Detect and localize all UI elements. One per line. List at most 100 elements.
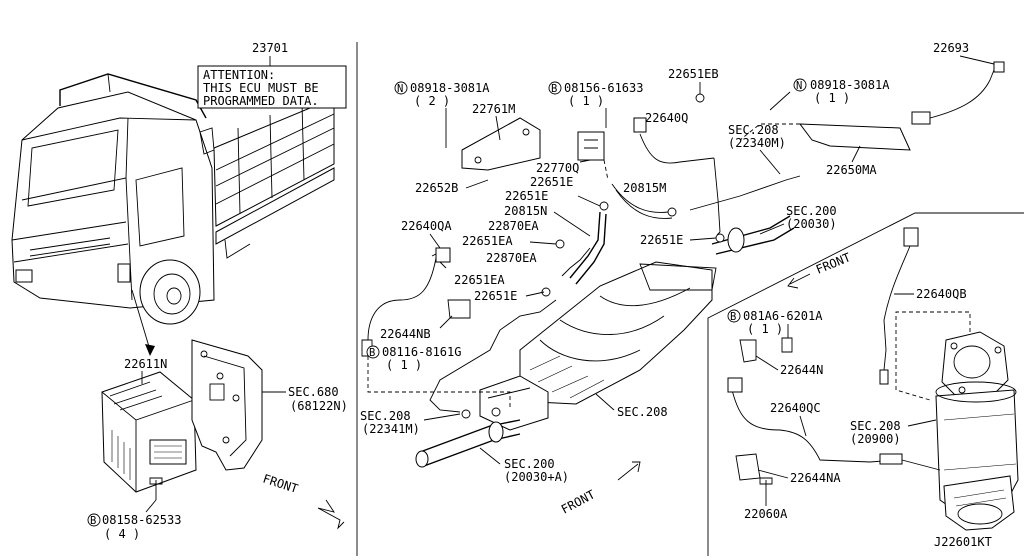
label-sensor-qc: 22640QC (770, 401, 821, 415)
o2-sensor-wire (929, 69, 995, 119)
sensor-770q-body (577, 131, 605, 161)
label-ref-sec208-top: SEC.208 (728, 123, 779, 137)
dash-2 (739, 123, 800, 141)
marker-n-2 (793, 78, 807, 92)
attention-part-number: 23701 (252, 41, 288, 55)
label-ecu: 22611N (124, 357, 167, 371)
label-nut-right-qty: ( 1 ) (814, 91, 850, 105)
hose-m (611, 183, 669, 213)
label-ref-sec200-bottom-code: (20030+A) (504, 470, 569, 484)
connector-qa (435, 247, 451, 263)
label-clip-ea2: 22870EA (486, 251, 537, 265)
label-ref-sec208-left: SEC.208 (360, 409, 411, 423)
label-ref-sec200-bottom: SEC.200 (504, 457, 555, 471)
dash-1 (367, 356, 511, 410)
label-ref-sec200-top-code: (20030) (786, 217, 837, 231)
label-bolt-top: 08156-61633 (564, 81, 643, 95)
marker-b-1-text: B (90, 515, 96, 527)
marker-b-1 (87, 513, 101, 527)
attention-line-2: THIS ECU MUST BE (203, 81, 319, 95)
label-clamp-e3: 22651E (474, 289, 517, 303)
hose-n (561, 247, 591, 277)
bracket-nb-shape (447, 299, 471, 319)
harness-q (639, 133, 715, 164)
sensor-qc-wire (731, 389, 897, 463)
label-ref-sec208-mid: SEC.208 (617, 405, 668, 419)
sensor-qb-connector (903, 227, 919, 247)
truck-illustration (11, 73, 335, 356)
label-ref-sec200-top: SEC.200 (786, 204, 837, 218)
label-clamp-e4: 22651E (640, 233, 683, 247)
label-bolt-bottom: 22060A (744, 507, 788, 521)
label-bracket-na: 22644NA (790, 471, 841, 485)
label-clamp-ea2: 22651EA (454, 273, 505, 287)
label-ecu-bolt: 08158-62533 (102, 513, 181, 527)
o2-sensor-body (911, 111, 931, 125)
front-indicator-center: FRONT (559, 461, 641, 517)
ecu-bolt-shape (149, 477, 163, 500)
diagram-code: J22601KT (934, 535, 992, 549)
label-sensor-qb: 22640QB (916, 287, 967, 301)
front-label-left: FRONT (261, 472, 300, 496)
label-bolt-top-qty: ( 1 ) (568, 94, 604, 108)
harness-qa (367, 257, 437, 341)
label-bracket-nb: 22644NB (380, 327, 431, 341)
marker-b-4 (727, 309, 741, 323)
label-sensor-qa: 22640QA (401, 219, 452, 233)
attention-line-1: ATTENTION: (203, 68, 275, 82)
harness-340m (689, 175, 801, 211)
label-clip-ea1: 22870EA (488, 219, 539, 233)
label-ref-sec208-right-code: (20900) (850, 432, 901, 446)
marker-n-1 (394, 81, 408, 95)
bolt-bottom-shape (759, 477, 773, 496)
dash-3 (895, 311, 971, 401)
label-ref-sec208-top-code: (22340M) (728, 136, 786, 150)
label-bolt-mid-qty: ( 1 ) (386, 358, 422, 372)
sensor-qb-wire (883, 245, 911, 371)
front-indicator-left: FRONT (261, 472, 345, 530)
marker-b-2-text: B (551, 83, 557, 95)
label-ref-sec208-right: SEC.208 (850, 419, 901, 433)
bracket-650ma (798, 123, 911, 151)
converter-assembly (935, 331, 1019, 531)
label-sensor-left: 22770Q (536, 161, 579, 175)
sensor-qc-connector (727, 377, 743, 393)
ecu-unit (101, 371, 197, 493)
label-nut-left: 08918-3081A (410, 81, 490, 95)
front-indicator-right: FRONT (787, 250, 853, 289)
label-bracket-left: 22761M (472, 102, 515, 116)
bolt-right-shape (781, 337, 793, 353)
attention-box (197, 65, 347, 109)
label-bracket-ma: 22650MA (826, 163, 877, 177)
label-bracket-n: 22644N (780, 363, 823, 377)
label-ecu-bolt-qty: ( 4 ) (104, 527, 140, 541)
label-hose-n: 20815N (504, 204, 547, 218)
catalytic-converter (415, 215, 795, 468)
label-bolt-right-qty: ( 1 ) (747, 322, 783, 336)
marker-n-2-text: N (796, 80, 802, 92)
bracket-na-shape (735, 453, 761, 481)
label-ref-sec208-left-code: (22341M) (362, 422, 420, 436)
connector-q (633, 117, 647, 133)
label-ecu-bracket-ref: SEC.680 (288, 385, 339, 399)
attention-note: 23701 ATTENTION: THIS ECU MUST BE PROGRA… (197, 41, 347, 109)
bracket-n-shape (739, 339, 757, 363)
label-nut-right: 08918-3081A (810, 78, 890, 92)
front-label-center: FRONT (559, 487, 597, 516)
label-nut-left-qty: ( 2 ) (414, 94, 450, 108)
label-ecu-bracket-ref-code: (68122N) (290, 399, 348, 413)
ecu-bracket (191, 339, 263, 471)
label-o2-sensor: 22693 (933, 41, 969, 55)
attention-line-3: PROGRAMMED DATA. (203, 94, 319, 108)
marker-b-2 (548, 81, 562, 95)
label-bolt-left: 22652B (415, 181, 458, 195)
marker-b-3-text: B (369, 347, 375, 359)
harness-lower (429, 299, 557, 413)
marker-b-4-text: B (730, 311, 736, 323)
label-clamp-e2: 22651E (505, 189, 548, 203)
marker-n-1-text: N (397, 83, 403, 95)
label-clamp-ea1: 22651EA (462, 234, 513, 248)
marker-b-3 (366, 345, 380, 359)
